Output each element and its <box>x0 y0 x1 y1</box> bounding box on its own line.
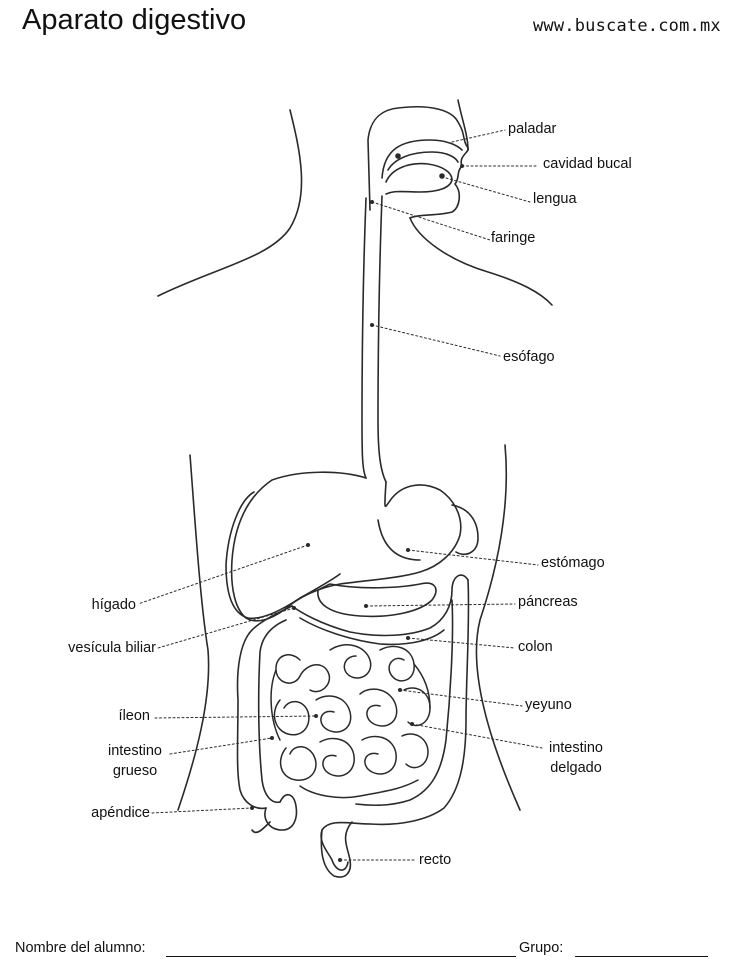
label-paladar: paladar <box>508 121 557 137</box>
stomach-outline <box>230 471 462 622</box>
transverse-colon <box>291 574 469 637</box>
label-vesicula-biliar: vesícula biliar <box>68 640 156 656</box>
label-esofago: esófago <box>503 349 555 365</box>
label-apendice: apéndice <box>91 805 150 821</box>
body-outline-left-shoulder <box>157 109 303 297</box>
leader-lines <box>137 129 543 861</box>
ascending-colon-inner <box>257 619 287 804</box>
label-pancreas: páncreas <box>518 594 578 610</box>
rectum <box>320 821 353 878</box>
label-intestino-delgado-line2: delgado <box>550 760 602 776</box>
label-estomago: estómago <box>541 555 605 571</box>
cecum <box>264 794 298 831</box>
body-outline-right-shoulder <box>409 217 553 306</box>
leader-dots <box>250 164 464 862</box>
body-outline-left-torso <box>177 454 210 811</box>
label-lengua: lengua <box>533 191 577 207</box>
label-faringe: faringe <box>491 230 536 246</box>
group-label: Grupo: <box>519 940 564 956</box>
sigmoid-colon <box>320 821 371 871</box>
ascending-colon-outer <box>236 605 293 810</box>
label-yeyuno: yeyuno <box>525 697 572 713</box>
esophagus-left-wall <box>361 197 367 479</box>
stomach-inner <box>377 519 421 561</box>
pancreas-outline <box>317 582 437 618</box>
website-url: www.buscate.com.mx <box>533 16 721 36</box>
label-intestino-delgado-line1: intestino <box>548 740 603 756</box>
label-colon: colon <box>518 639 553 655</box>
body-outline-right-torso <box>475 444 521 811</box>
label-higado: hígado <box>91 597 136 613</box>
student-name-label: Nombre del alumno: <box>15 940 146 956</box>
head-outline <box>367 105 469 219</box>
label-intestino-grueso-line1: intestino <box>107 743 162 759</box>
small-intestine <box>270 644 431 799</box>
liver-outline <box>225 491 341 620</box>
student-name-line <box>166 956 516 957</box>
spleen-outline <box>451 504 479 556</box>
body-outline-right-neck <box>457 99 469 151</box>
descending-colon-inner <box>355 599 454 806</box>
page-title: Aparato digestivo <box>22 4 247 36</box>
esophagus-right-wall <box>377 195 387 483</box>
palate-dot <box>395 153 401 159</box>
label-intestino-delgado: intestino delgado <box>538 738 614 778</box>
label-intestino-grueso-line2: grueso <box>112 763 158 779</box>
group-line <box>575 956 708 957</box>
label-ileon: íleon <box>118 708 150 724</box>
appendix <box>251 821 271 834</box>
label-recto: recto <box>419 852 452 868</box>
palate-inner <box>387 151 459 171</box>
label-cavidad-bucal: cavidad bucal <box>543 156 632 172</box>
transverse-colon-inner <box>299 617 445 646</box>
tongue-outline <box>385 162 453 195</box>
descending-colon-outer <box>369 579 470 826</box>
palate-outline <box>381 139 463 179</box>
tongue-dot <box>439 173 445 179</box>
label-intestino-grueso: intestino grueso <box>98 741 172 781</box>
